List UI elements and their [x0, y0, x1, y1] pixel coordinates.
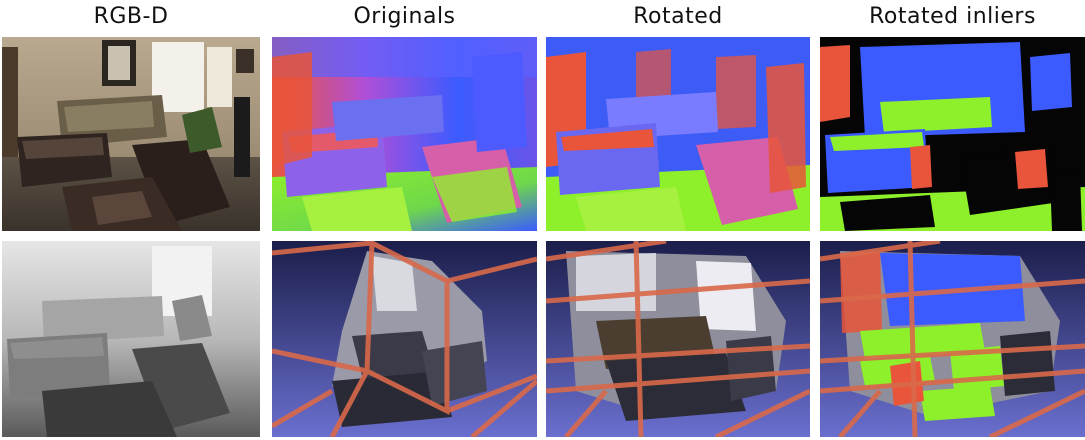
column-title-rotated: Rotated	[633, 4, 723, 29]
pointcloud-rotated	[546, 241, 810, 437]
column-title-rotated-inliers: Rotated inliers	[869, 4, 1036, 29]
column-title-originals: Originals	[353, 4, 456, 29]
column-title-rgbd: RGB-D	[93, 4, 169, 29]
depth-image	[2, 241, 260, 437]
pointcloud-originals	[272, 241, 537, 437]
normals-originals	[272, 37, 537, 231]
rgb-photo	[2, 37, 260, 231]
normals-rotated-inliers	[820, 37, 1085, 231]
normals-rotated	[546, 37, 810, 231]
pointcloud-rotated-inliers	[820, 241, 1085, 437]
